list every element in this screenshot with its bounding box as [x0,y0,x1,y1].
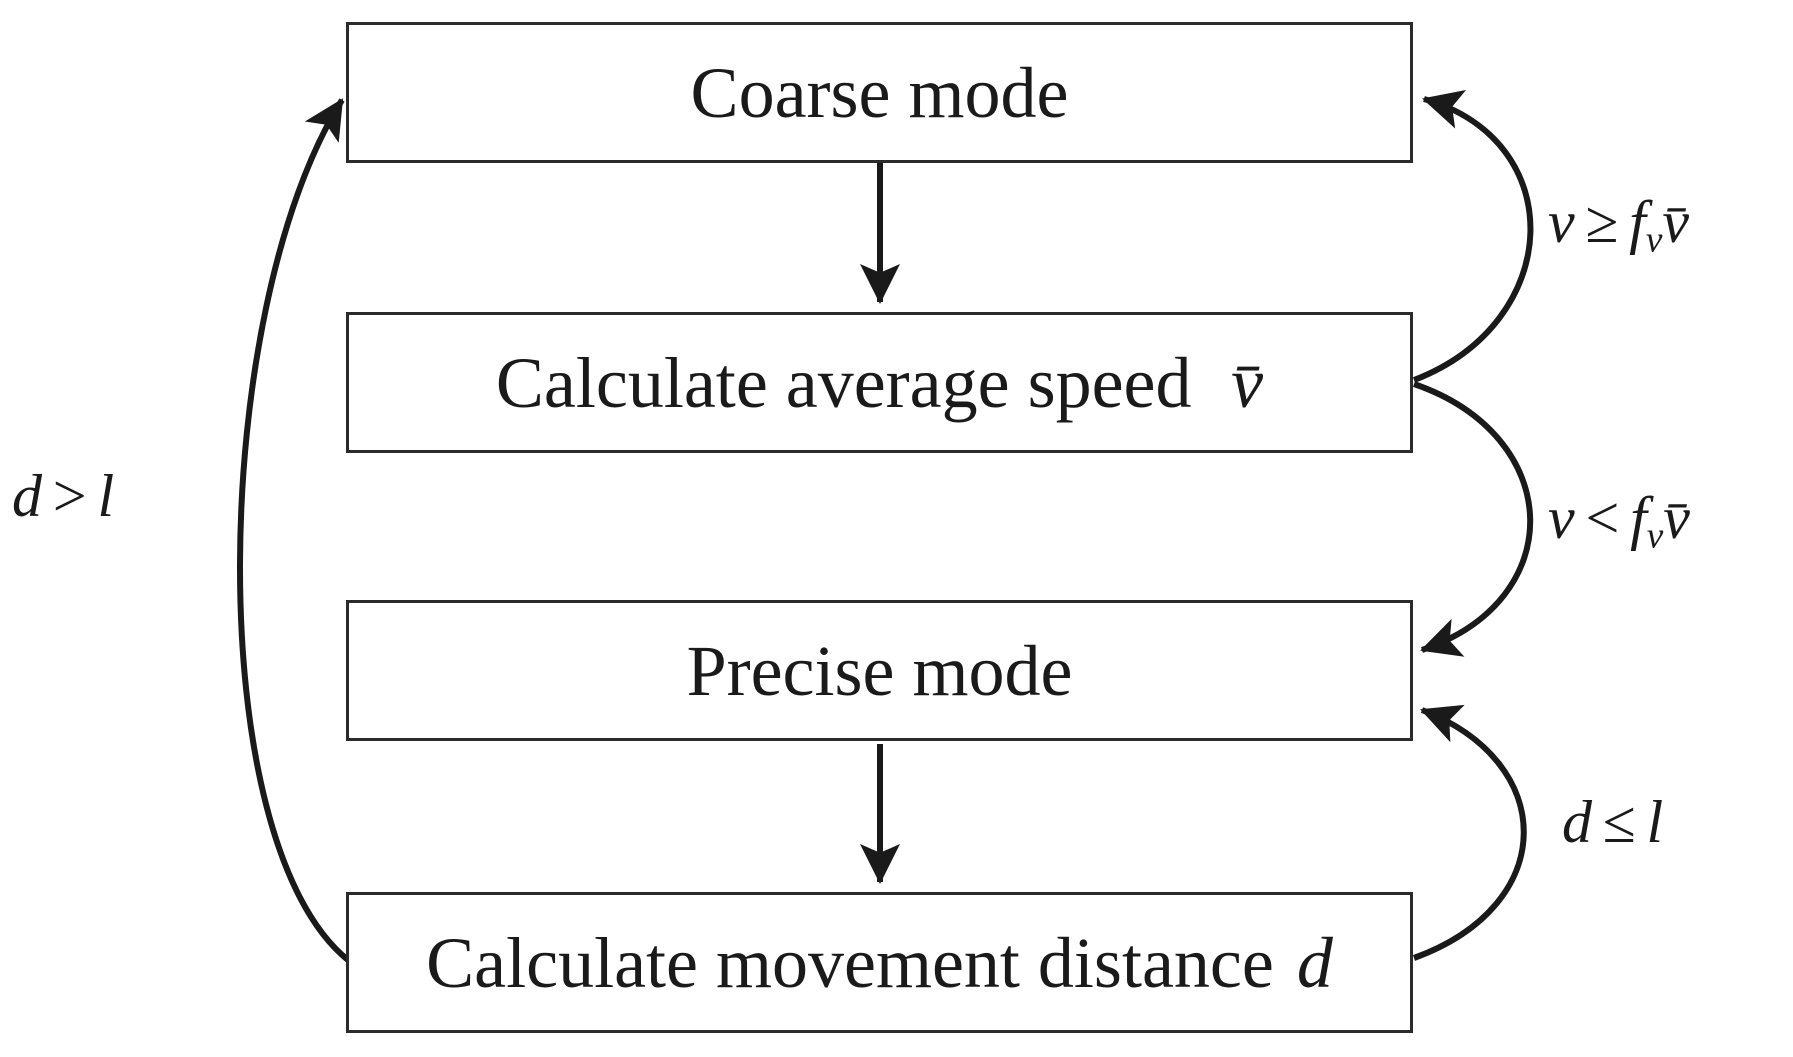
label-lhs: d [1562,789,1592,855]
label-lhs: v [1548,189,1575,255]
ge-operator: ≥ [1585,189,1619,255]
node-precise-mode-label: Precise mode [686,630,1073,711]
node-calc-average-speed-label: Calculate average speed [495,342,1192,423]
node-precise-mode: Precise mode [346,600,1413,741]
label-coef-subscript: v [1645,219,1663,261]
edge-label-d-le-l: d≤l [1562,792,1663,852]
node-calc-movement-distance: Calculate movement distance d [346,892,1413,1033]
label-coef: f [1630,485,1647,551]
edge-distance-to-coarse [237,98,350,963]
label-rhs: l [97,463,115,529]
edge-distance-to-precise [1412,704,1527,961]
label-rhs: v̄ [1663,485,1690,551]
le-operator: ≤ [1602,789,1636,855]
edge-label-d-gt-l: d>l [12,466,114,526]
label-rhs: l [1646,789,1664,855]
edge-average-to-coarse [1412,90,1534,383]
gt-operator: > [52,463,87,529]
label-coef: f [1629,189,1646,255]
label-lhs: d [12,463,42,529]
node-calc-average-speed: Calculate average speed v̄ [346,312,1413,453]
node-coarse-mode: Coarse mode [346,22,1413,163]
label-rhs: v̄ [1662,189,1689,255]
label-coef-subscript: v [1646,515,1664,557]
label-lhs: v [1548,485,1575,551]
lt-operator: < [1585,485,1620,551]
edge-label-v-ge-fv-vbar: v≥fvv̄ [1548,189,1689,258]
node-calc-movement-distance-label: Calculate movement distance [426,922,1274,1003]
movement-distance-symbol: d [1296,922,1333,1003]
node-coarse-mode-label: Coarse mode [690,52,1069,133]
edge-average-to-precise [1413,381,1534,657]
edge-label-v-lt-fv-vbar: v<fvv̄ [1548,485,1690,554]
average-speed-symbol: v̄ [1231,342,1264,423]
